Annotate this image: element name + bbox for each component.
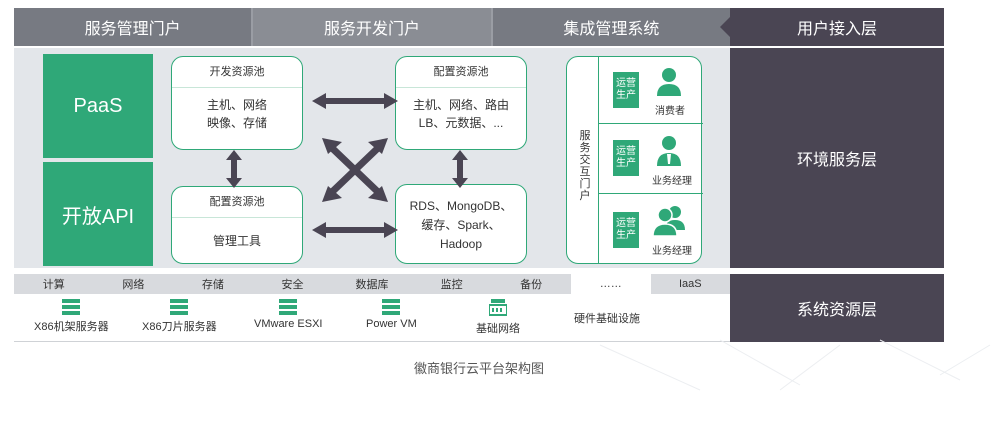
layer-user-access: 用户接入层 <box>720 8 944 46</box>
service-portal-label: 服务交互门户 <box>579 130 591 202</box>
device-item: Power VM <box>366 299 417 330</box>
role-box: 运营生产 <box>613 212 639 248</box>
pool-line: 映像、存储 <box>206 116 267 130</box>
role-column: 运营生产 消费者 运营生产 业务经理 运营生产 业务经理 <box>598 56 703 264</box>
pool-line: Hadoop <box>439 237 483 251</box>
decorative-lines <box>599 339 991 391</box>
resource-category: 备份 <box>520 279 543 291</box>
layer-env-service: 环境服务层 <box>720 48 944 268</box>
portal-service-development[interactable]: 服务开发门户 <box>251 8 491 46</box>
role-box: 运营生产 <box>613 72 639 108</box>
pool-line: RDS、MongoDB、 <box>409 199 513 213</box>
server-icon <box>279 299 298 315</box>
diagram-caption: 徽商银行云平台架构图 <box>413 361 544 376</box>
open-api-block: 开放API <box>43 162 153 266</box>
users-group-icon <box>652 206 685 236</box>
pool-line: 管理工具 <box>212 234 261 248</box>
device-item: 基础网络 <box>476 299 520 336</box>
resource-category: …… <box>570 274 651 294</box>
portal-bar: 服务管理门户 服务开发门户 集成管理系统 <box>14 8 730 46</box>
device-item: VMware ESXI <box>254 299 322 330</box>
paas-block: PaaS <box>43 54 153 158</box>
manager-icon <box>657 136 681 166</box>
services-pool: RDS、MongoDB、 缓存、Spark、 Hadoop <box>395 184 527 264</box>
user-icon <box>657 68 681 96</box>
cross-arrows-icon <box>329 145 381 195</box>
double-arrow-icon <box>312 222 398 238</box>
resource-devices-area: X86机架服务器 X86刀片服务器 VMware ESXI Power VM 基… <box>14 294 730 342</box>
pool-title: 配置资源池 <box>396 57 526 88</box>
pool-title: 配置资源池 <box>172 187 302 218</box>
device-label: VMware ESXI <box>254 318 323 330</box>
double-arrow-icon <box>452 150 468 188</box>
role-item: 运营生产 消费者 <box>599 56 703 124</box>
layer-sys-resource: 系统资源层 <box>720 274 944 342</box>
hardware-infra-label: 硬件基础设施 <box>574 313 640 325</box>
server-icon <box>382 299 401 315</box>
device-label: X86机架服务器 <box>34 321 109 333</box>
role-item: 运营生产 业务经理 <box>599 194 703 264</box>
resource-category: 监控 <box>440 279 463 291</box>
double-arrow-icon <box>226 150 242 188</box>
role-name: 业务经理 <box>652 246 692 257</box>
device-label: Power VM <box>366 318 417 330</box>
device-label: X86刀片服务器 <box>142 321 217 333</box>
role-name: 消费者 <box>655 106 685 117</box>
server-icon <box>62 299 81 315</box>
role-box: 运营生产 <box>613 140 639 176</box>
dev-resource-pool: 开发资源池 主机、网络 映像、存储 <box>171 56 303 150</box>
resource-category: IaaS <box>678 278 702 290</box>
resource-category: 存储 <box>201 279 224 291</box>
config-resource-pool-top: 配置资源池 主机、网络、路由 LB、元数据、... <box>395 56 527 150</box>
portal-integration-management[interactable]: 集成管理系统 <box>490 8 730 46</box>
server-icon <box>170 299 189 315</box>
pool-line: 主机、网络、路由 <box>412 98 509 112</box>
resource-category: 数据库 <box>355 279 389 291</box>
resource-category: 计算 <box>42 279 65 291</box>
resource-category: 网络 <box>122 279 145 291</box>
device-item: X86机架服务器 <box>34 299 109 334</box>
double-arrow-icon <box>312 93 398 109</box>
pool-line: LB、元数据、... <box>418 116 504 130</box>
role-name: 业务经理 <box>652 176 692 187</box>
pool-line: 主机、网络 <box>206 98 267 112</box>
flow-arrows <box>226 93 468 238</box>
resource-category: 安全 <box>281 279 304 291</box>
config-resource-pool-bottom: 配置资源池 管理工具 <box>171 186 303 264</box>
pool-line: 缓存、Spark、 <box>421 218 501 232</box>
resource-category-bar: 计算 网络 存储 安全 数据库 监控 备份 …… IaaS <box>14 274 730 294</box>
role-item: 运营生产 业务经理 <box>599 124 703 194</box>
network-switch-icon <box>489 299 507 316</box>
device-label: 基础网络 <box>476 323 520 335</box>
device-item: X86刀片服务器 <box>142 299 217 334</box>
portal-service-management[interactable]: 服务管理门户 <box>84 21 181 38</box>
pool-title: 开发资源池 <box>172 57 302 88</box>
